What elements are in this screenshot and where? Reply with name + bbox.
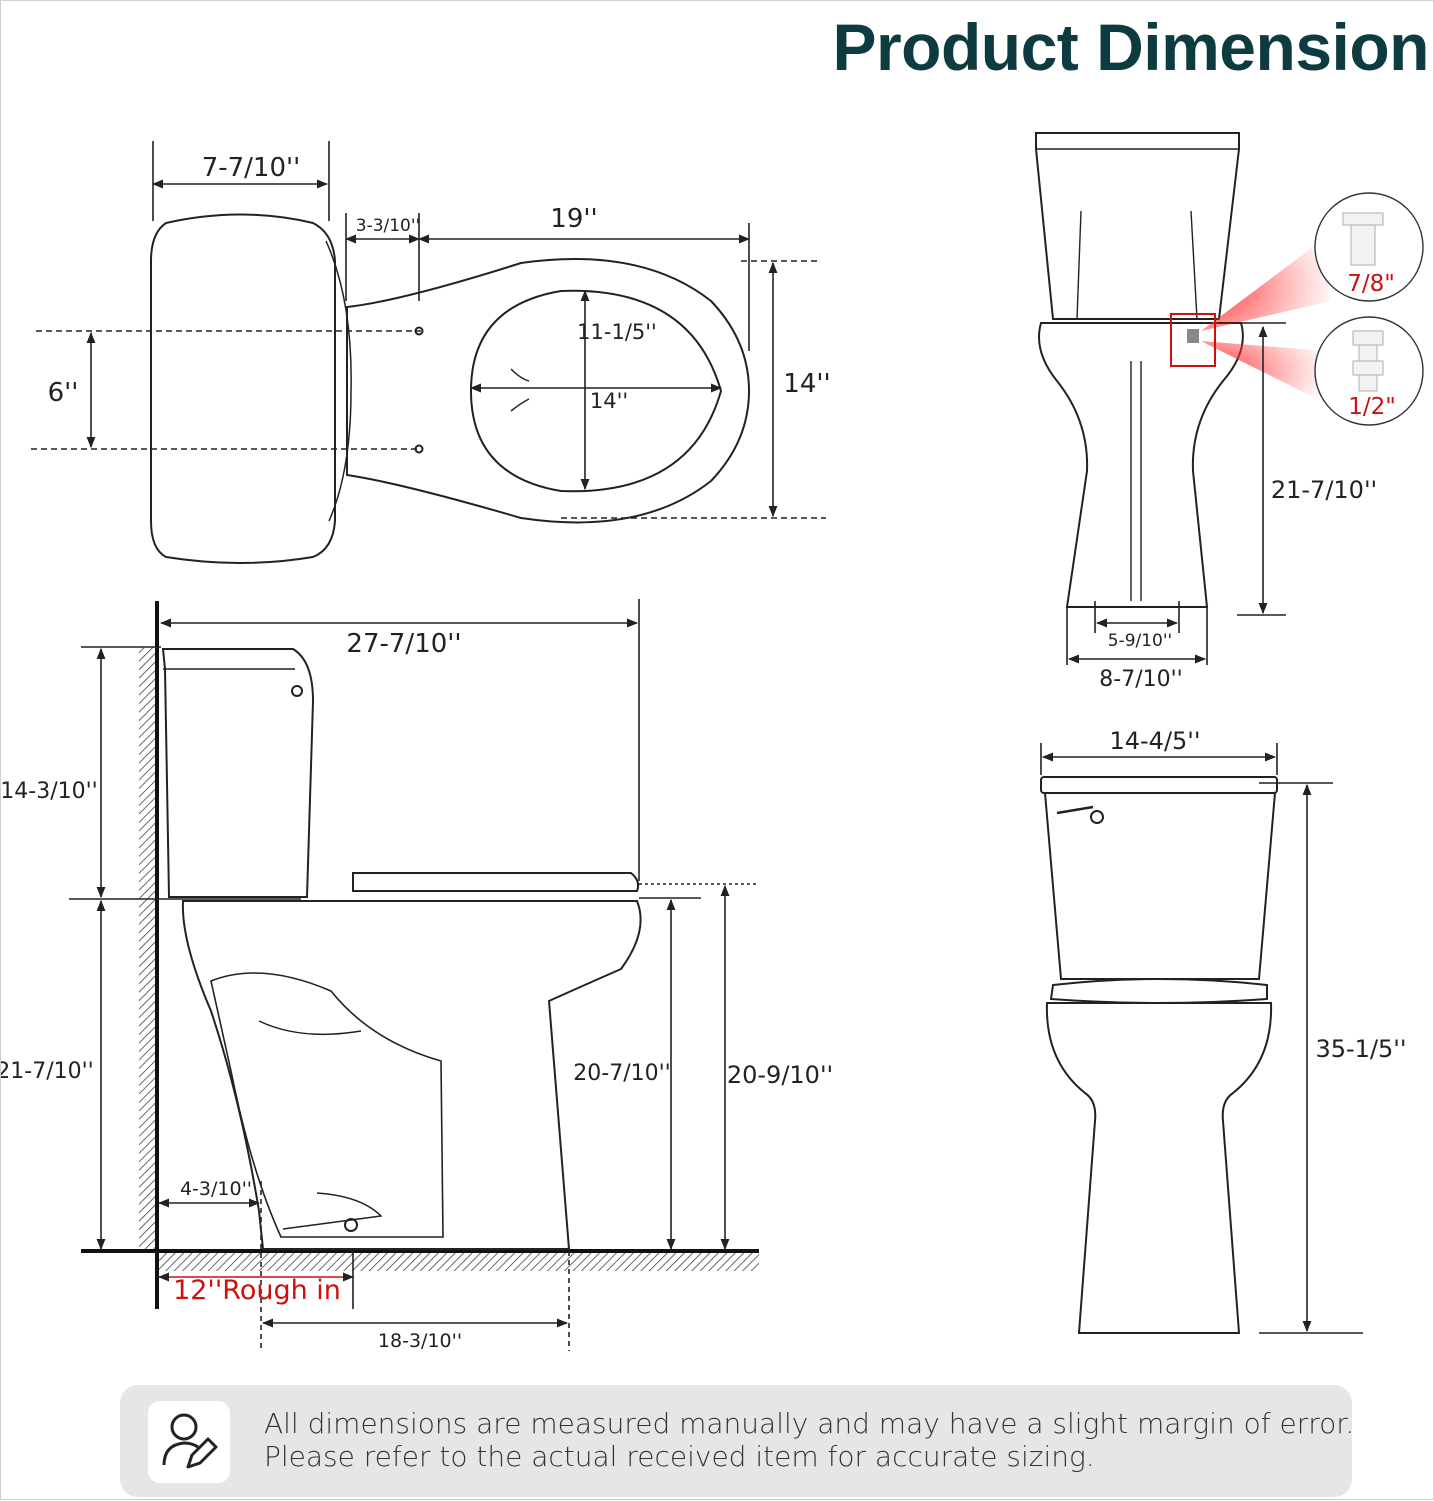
top-view-dimensions xyxy=(31,141,826,519)
side-trapway xyxy=(210,972,444,1238)
disclaimer-note: All dimensions are measured manually and… xyxy=(120,1385,1355,1497)
label-overall-depth: 27-7/10'' xyxy=(346,629,461,659)
label-rough-in: 12''Rough in xyxy=(173,1275,341,1306)
adapter-large-icon xyxy=(1342,212,1384,266)
red-beam-top xyxy=(1201,241,1331,331)
label-tank-height: 14-3/10'' xyxy=(1,779,98,804)
front-tank-lid xyxy=(1040,776,1278,794)
label-wall-to-base: 4-3/10'' xyxy=(180,1178,252,1200)
label-opening-width: 14'' xyxy=(590,389,628,413)
back-tank xyxy=(1035,132,1240,320)
label-adapter-large: 7/8" xyxy=(1347,271,1395,297)
supply-highlight-box xyxy=(1170,313,1216,367)
label-adapter-small: 1/2" xyxy=(1348,394,1396,420)
top-bowl-outline xyxy=(346,258,751,524)
front-handle xyxy=(1056,805,1094,815)
note-line-2: Please refer to the actual received item… xyxy=(264,1440,1095,1473)
back-view-dimensions xyxy=(1066,322,1286,665)
dimension-labels: 7-7/10'' 3-3/10'' 19'' 6'' 11-1/5'' 14''… xyxy=(1,153,1407,1352)
label-tank-width: 14-4/5'' xyxy=(1109,727,1200,755)
side-bowl xyxy=(181,900,642,1250)
label-bolt-offset: 3-3/10'' xyxy=(356,216,420,236)
note-icon-container xyxy=(148,1401,230,1483)
side-view-dimensions xyxy=(69,599,756,1351)
adapter-small-icon xyxy=(1352,330,1384,392)
front-tank xyxy=(1043,792,1277,980)
side-seat-lid xyxy=(352,872,640,892)
front-bowl xyxy=(1045,1002,1273,1334)
label-bolt-spacing: 6'' xyxy=(48,378,79,408)
back-view-toilet xyxy=(1035,132,1244,608)
label-seat-height: 20-9/10'' xyxy=(727,1061,833,1089)
side-view-toilet xyxy=(161,648,642,1250)
label-overall-height: 35-1/5'' xyxy=(1315,1035,1406,1063)
note-line-1: All dimensions are measured manually and… xyxy=(264,1407,1355,1440)
user-edit-icon xyxy=(162,1413,218,1469)
top-tank-inner xyxy=(325,240,352,522)
front-view-dimensions xyxy=(1040,743,1363,1334)
label-supply-height: 21-7/10'' xyxy=(1271,476,1377,504)
front-seat xyxy=(1049,978,1268,1004)
top-tank-outline xyxy=(150,213,336,564)
side-view-wall-floor xyxy=(81,601,759,1309)
page-title: Product Dimension xyxy=(832,10,1429,84)
label-base-outer-width: 8-7/10'' xyxy=(1099,667,1182,692)
label-bowl-width: 14'' xyxy=(783,369,830,399)
wall-hatch xyxy=(139,647,157,1249)
flush-handle xyxy=(291,685,303,697)
label-base-inner-width: 5-9/10'' xyxy=(1108,631,1172,651)
back-view-highlight xyxy=(1170,192,1424,426)
label-opening-length: 11-1/5'' xyxy=(577,320,657,344)
label-rim-height: 20-7/10'' xyxy=(573,1061,670,1086)
label-tank-depth: 7-7/10'' xyxy=(202,153,301,183)
top-bolt xyxy=(414,326,424,336)
floor-hatch xyxy=(157,1253,759,1271)
label-bowl-height: 21-7/10'' xyxy=(1,1059,94,1084)
front-view-toilet xyxy=(1040,776,1278,1334)
label-base-length: 18-3/10'' xyxy=(378,1330,462,1352)
side-tank xyxy=(161,648,315,898)
label-bowl-length: 19'' xyxy=(550,204,597,234)
